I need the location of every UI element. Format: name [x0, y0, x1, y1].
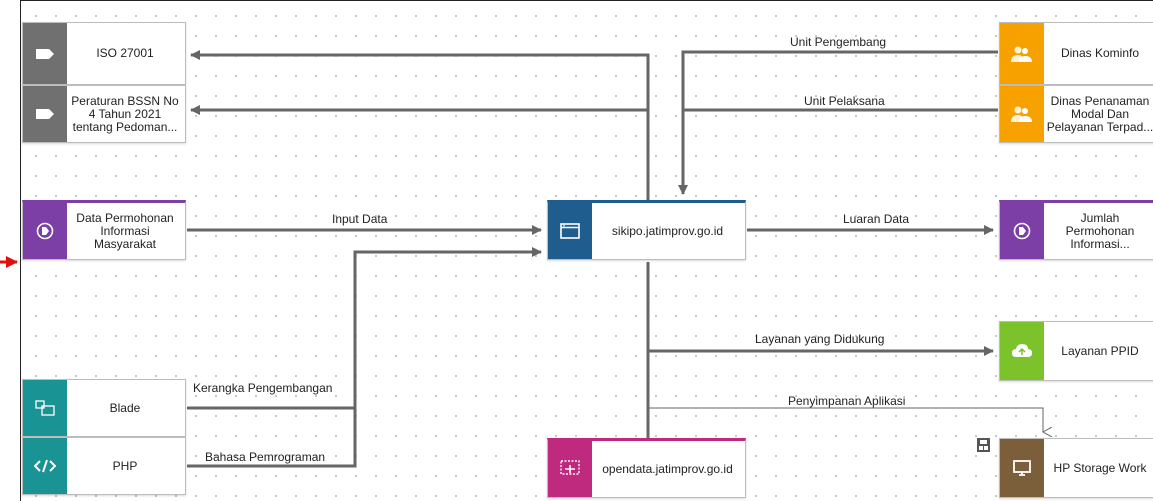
- edge-label-layanan: Layanan yang Didukung: [755, 332, 885, 346]
- node-label: ISO 27001: [96, 46, 154, 60]
- node-label: Dinas Kominfo: [1060, 46, 1140, 60]
- node-dinas-penanaman-modal[interactable]: Dinas Penanaman Modal Dan Pelayanan Terp…: [999, 85, 1153, 143]
- node-label: sikipo.jatimprov.go.id: [611, 223, 724, 238]
- tag-icon: [23, 23, 67, 84]
- node-label: HP Storage Work: [1053, 460, 1147, 475]
- people-icon: [1000, 23, 1044, 84]
- framework-icon: [23, 380, 67, 436]
- edge-bahasa[interactable]: [187, 408, 357, 468]
- edge-label-penyimpanan: Penyimpanan Aplikasi: [788, 394, 906, 408]
- node-data-permohonan[interactable]: Data Permohonan Informasi Masyarakat: [22, 200, 186, 260]
- node-hp-storage[interactable]: HP Storage Work: [999, 438, 1153, 498]
- edge-label-unit-pelaksana: Unit Pelaksana: [804, 94, 885, 108]
- node-label: Blade: [109, 400, 141, 415]
- service-cloud-icon: [1000, 322, 1044, 380]
- node-opendata[interactable]: opendata.jatimprov.go.id: [547, 438, 746, 498]
- node-iso-27001[interactable]: ISO 27001: [22, 22, 186, 85]
- node-layanan-ppid[interactable]: Layanan PPID: [999, 321, 1153, 381]
- node-peraturan-bssn[interactable]: Peraturan BSSN No 4 Tahun 2021 tentang P…: [22, 85, 186, 143]
- edge-to-iso[interactable]: [190, 50, 650, 200]
- data-object-icon: [1000, 203, 1044, 259]
- monitor-icon: [1000, 439, 1044, 497]
- edge-kerangka[interactable]: [187, 247, 542, 410]
- people-icon: [1000, 86, 1044, 142]
- node-label: Peraturan BSSN No 4 Tahun 2021 tentang P…: [71, 93, 179, 134]
- node-sikipo[interactable]: sikipo.jatimprov.go.id: [547, 200, 746, 260]
- edge-label-luaran-data: Luaran Data: [843, 212, 910, 226]
- node-label: Data Permohonan Informasi Masyarakat: [76, 210, 174, 251]
- node-php[interactable]: PHP: [22, 437, 186, 495]
- node-jumlah-permohonan[interactable]: Jumlah Permohonan Informasi...: [999, 200, 1153, 260]
- node-label: opendata.jatimprov.go.id: [602, 461, 733, 476]
- node-label: Dinas Penanaman Modal Dan Pelayanan Terp…: [1046, 93, 1153, 134]
- edge-label-kerangka: Kerangka Pengembangan: [193, 381, 333, 395]
- application-dashboard-icon: [548, 441, 592, 497]
- node-label: Jumlah Permohonan Informasi...: [1065, 210, 1135, 251]
- application-window-icon: [548, 203, 592, 259]
- edge-penyimpanan[interactable]: [648, 407, 1043, 432]
- tag-icon: [23, 86, 67, 142]
- edge-label-unit-pengembang: Unit Pengembang: [790, 35, 887, 49]
- code-icon: [23, 438, 67, 494]
- edge-label-bahasa: Bahasa Pemrograman: [205, 450, 326, 464]
- node-label: Layanan PPID: [1061, 343, 1139, 358]
- network-device-icon: [977, 438, 990, 452]
- edge-label-input-data: Input Data: [332, 212, 388, 226]
- node-blade[interactable]: Blade: [22, 379, 186, 437]
- data-object-icon: [23, 203, 67, 259]
- node-label: PHP: [112, 458, 138, 473]
- edge-unit-pengembang[interactable]: [678, 50, 998, 195]
- node-dinas-kominfo[interactable]: Dinas Kominfo: [999, 22, 1153, 85]
